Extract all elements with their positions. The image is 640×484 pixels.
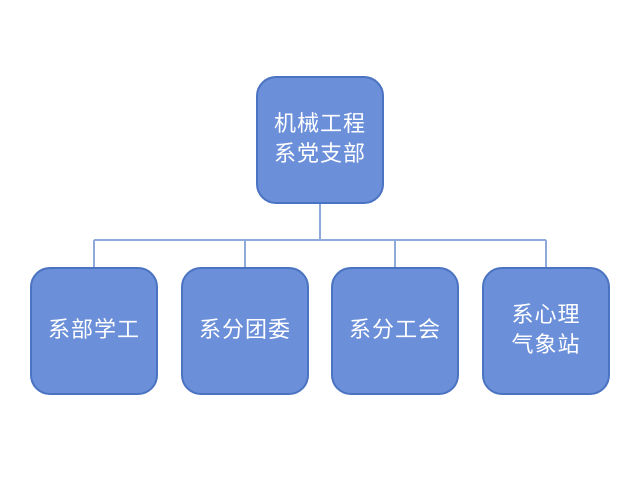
node-student-affairs: 系部学工 (30, 267, 158, 395)
node-youth-league: 系分团委 (181, 267, 309, 395)
node-labor-union-label: 系分工会 (348, 318, 441, 343)
node-labor-union: 系分工会 (331, 267, 459, 395)
node-student-affairs-label: 系部学工 (47, 318, 140, 343)
node-root-party-branch: 机械工程 系党支部 (256, 76, 384, 204)
node-psychology-station-label: 系心理 气象站 (511, 303, 581, 358)
node-root-label: 机械工程 系党支部 (273, 112, 366, 167)
node-youth-league-label: 系分团委 (198, 318, 291, 343)
node-psychology-station: 系心理 气象站 (482, 267, 610, 395)
